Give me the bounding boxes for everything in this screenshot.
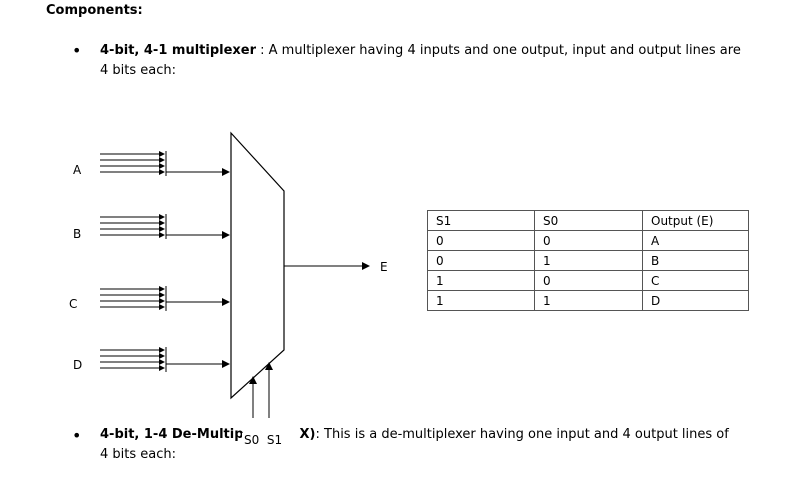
- cell-s0: 0: [534, 270, 643, 291]
- cell-s0: 1: [534, 290, 643, 311]
- cell-output: A: [642, 230, 749, 251]
- table-row: 0 0 A: [427, 230, 749, 251]
- cell-output: C: [642, 270, 749, 291]
- cell-output: B: [642, 250, 749, 271]
- header-s1: S1: [427, 210, 535, 231]
- cell-s0: 1: [534, 250, 643, 271]
- input-bus-c: [100, 286, 230, 311]
- table-row: 0 1 B: [427, 250, 749, 271]
- mux-description: 4-bit, 4-1 multiplexer : A multiplexer h…: [100, 41, 760, 81]
- demux-description: 4-bit, 1-4 De-Multip X): This is a de-mul…: [100, 425, 760, 465]
- truth-table: S1 S0 Output (E) 0 0 A 0 1 B 1 0 C 1 1 D: [427, 210, 749, 311]
- input-bus-b: [100, 214, 230, 239]
- cell-s0: 0: [534, 230, 643, 251]
- cell-s1: 0: [427, 230, 535, 251]
- mux-body: [230, 131, 285, 400]
- cell-s1: 0: [427, 250, 535, 271]
- bullet-dot: •: [72, 41, 82, 60]
- select-label-s0: S0: [244, 433, 260, 447]
- truth-table-header-row: S1 S0 Output (E): [427, 210, 749, 231]
- cell-s1: 1: [427, 270, 535, 291]
- input-bus-a: [100, 151, 230, 176]
- demux-desc-line2: 4 bits each:: [100, 447, 177, 462]
- select-labels: S0 S1: [242, 433, 285, 447]
- header-output: Output (E): [642, 210, 749, 231]
- select-label-s1: S1: [266, 433, 283, 447]
- mux-desc-line2: 4 bits each:: [100, 63, 177, 78]
- demux-title: 4-bit, 1-4 De-Multip: [100, 427, 244, 442]
- input-label-d: D: [73, 358, 83, 372]
- mux-desc-line1: : A multiplexer having 4 inputs and one …: [256, 43, 741, 58]
- table-row: 1 1 D: [427, 290, 749, 311]
- cell-output: D: [642, 290, 749, 311]
- bullet-dot: •: [72, 426, 82, 445]
- cell-s1: 1: [427, 290, 535, 311]
- demux-desc-line1: : This is a de-multiplexer having one in…: [315, 427, 729, 442]
- input-bus-d: [100, 347, 230, 372]
- demux-title-end: X): [299, 427, 316, 442]
- mux-title: 4-bit, 4-1 multiplexer: [100, 43, 257, 58]
- input-label-c: C: [69, 297, 78, 311]
- input-label-a: A: [73, 163, 82, 177]
- table-row: 1 0 C: [427, 270, 749, 291]
- output-label-e: E: [380, 260, 388, 274]
- input-label-b: B: [73, 227, 82, 241]
- header-s0: S0: [534, 210, 643, 231]
- components-heading: Components:: [46, 3, 143, 18]
